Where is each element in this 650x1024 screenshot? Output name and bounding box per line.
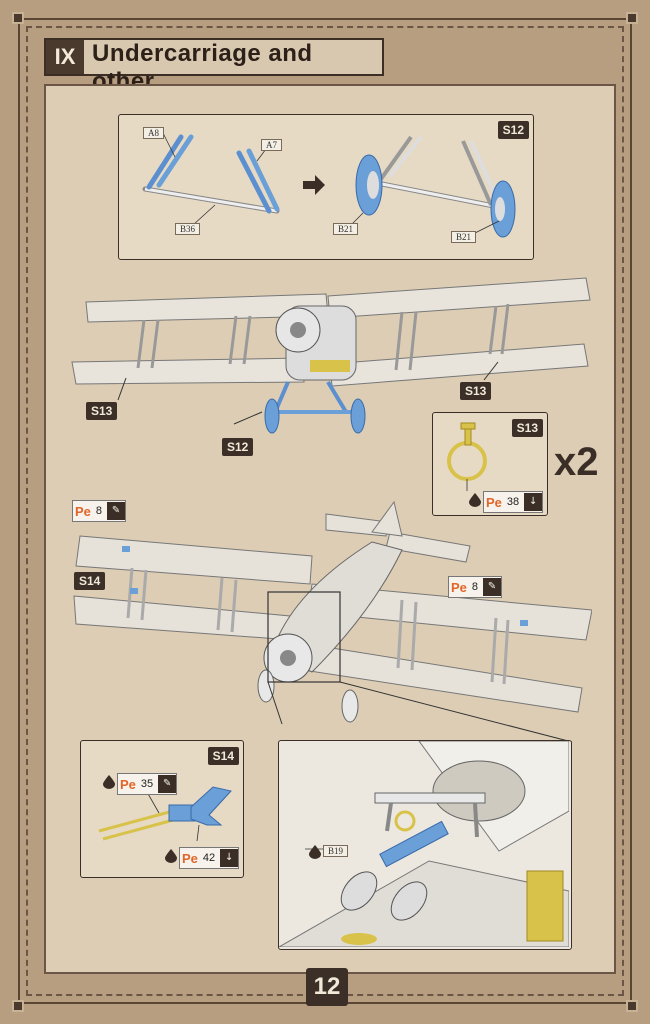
arrow-down-icon: ↓ [220,849,239,867]
step-tag-s13: S13 [86,402,118,420]
step-tag-s14: S14 [74,572,106,590]
part-label-b36: B36 [175,223,201,235]
paint-callout: Pe 8 ✎ [448,576,503,598]
cockpit-detail-diagram [279,741,569,947]
paint-callout: Pe 42 ↓ [179,847,240,869]
step-tag-s12: S12 [222,438,254,456]
paint-callout: Pe 35 ✎ [117,773,178,795]
section-header: IX Undercarriage and other [44,38,384,95]
brush-icon: ✎ [158,775,177,793]
content-area: S12 [44,84,616,974]
paint-callout: Pe 8 ✎ [72,500,127,522]
paint-code: Pe [75,503,91,519]
corner-ornament [12,1000,24,1012]
paint-number: 38 [506,496,520,508]
gun-mount-diagram [98,784,232,842]
undercarriage-diagram [142,132,516,238]
part-label-b21: B21 [451,231,477,243]
paint-number: 42 [202,852,216,864]
paint-code: Pe [486,494,502,510]
paint-number: 8 [471,581,479,593]
corner-ornament [12,12,24,24]
step-number: IX [46,40,84,74]
glue-drop-icon [309,845,321,859]
part-label-b21: B21 [333,223,359,235]
step-tag-s14: S14 [207,747,239,765]
corner-ornament [626,12,638,24]
arrow-down-icon: ↓ [524,493,543,511]
part-label-b19: B19 [323,845,349,857]
paint-number: 35 [140,778,154,790]
step-tag-s12: S12 [497,121,529,139]
paint-code: Pe [120,776,136,792]
part-label-a7: A7 [261,139,282,151]
paint-code: Pe [182,850,198,866]
page-number: 12 [306,968,348,1006]
biplane-rear-view [73,500,592,742]
biplane-front-view [71,277,591,434]
undercarriage-panel: S12 [118,114,534,260]
ring-sight-diagram [447,422,487,491]
step-tag-s13: S13 [511,419,543,437]
corner-ornament [626,1000,638,1012]
quantity-multiplier: x2 [554,440,599,484]
brush-icon: ✎ [483,578,502,596]
paint-callout: Pe 38 ↓ [483,491,544,513]
paint-number: 8 [95,505,103,517]
paint-code: Pe [451,579,467,595]
brush-icon: ✎ [107,502,126,520]
cockpit-detail-panel: B19 [278,740,572,950]
gun-mount-panel: S14 Pe 35 ✎ Pe 42 ↓ [80,740,244,878]
ring-sight-panel: S13 Pe 38 ↓ [432,412,548,516]
part-label-a8: A8 [143,127,164,139]
glue-drop-icon [165,849,177,863]
section-title: Undercarriage and other [92,40,313,95]
glue-drop-icon [103,775,115,789]
glue-drop-icon [469,493,481,507]
step-tag-s13: S13 [460,382,492,400]
